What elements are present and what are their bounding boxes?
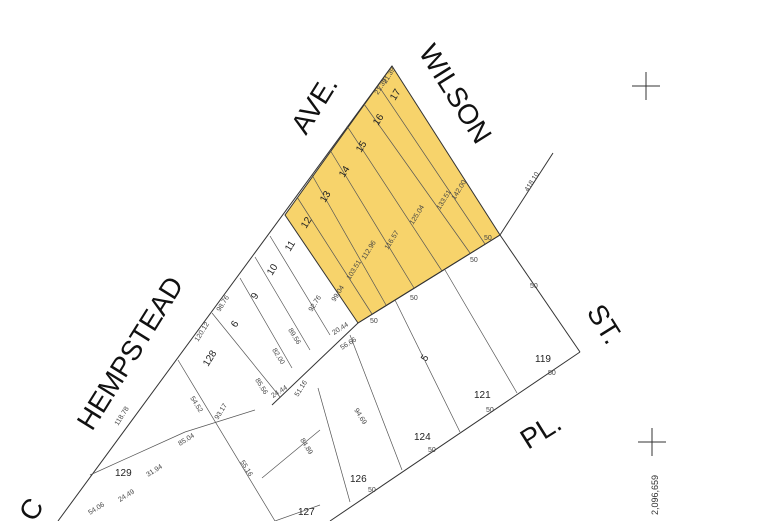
lot-divider <box>254 256 311 351</box>
lot-divider <box>311 174 387 306</box>
dimension-label: 89.56 <box>286 327 301 346</box>
lot-divider <box>346 125 443 272</box>
lot-divider <box>177 359 276 521</box>
dimension-label: 50 <box>368 487 376 494</box>
dimension-label: 94.69 <box>352 407 367 426</box>
dimension-label: 50 <box>484 235 492 242</box>
lot-number: 124 <box>414 432 431 443</box>
lot-divider <box>394 299 461 433</box>
wilson-pl-frontage <box>499 234 581 353</box>
lot-number: 119 <box>535 354 551 365</box>
lot-divider <box>269 235 331 336</box>
dimension-label: 418.10 <box>524 171 541 193</box>
dimension-label: 93.17 <box>214 402 229 421</box>
st-pl-frontage <box>329 351 581 521</box>
lot-divider <box>211 312 281 398</box>
dimension-label: 50 <box>428 447 436 454</box>
lot-number: 127 <box>298 507 315 518</box>
dimension-label: 50 <box>370 318 378 325</box>
lot-divider <box>296 196 373 315</box>
hempstead-ave-frontage <box>57 65 393 521</box>
dimension-label: 20.44 <box>331 321 350 336</box>
lot-divider <box>363 103 471 254</box>
lot-number: 10 <box>265 262 280 278</box>
dimension-label: 85.04 <box>177 432 196 447</box>
lot-number: 121 <box>474 390 491 401</box>
street-label-st: ST. <box>581 299 629 350</box>
dimension-label: 54.06 <box>87 501 106 516</box>
dimension-label: 118.78 <box>114 406 131 428</box>
survey-cross-icon <box>632 72 660 100</box>
lot-number: 11 <box>283 239 298 254</box>
lot-divider <box>329 149 415 289</box>
dimension-label: 50 <box>410 295 418 302</box>
lot-divider <box>377 84 486 245</box>
street-label-hempstead: HEMPSTEAD <box>71 271 190 435</box>
lot-divider <box>274 504 321 521</box>
coordinate-label: 2,096,659 <box>650 475 660 515</box>
dimension-label: 50 <box>486 407 494 414</box>
diagonal-extension <box>499 152 554 236</box>
lot-number: 129 <box>115 468 132 479</box>
block-rear-line <box>357 234 501 324</box>
dimension-label: 50 <box>530 283 538 290</box>
dimension-label: 50 <box>548 370 556 377</box>
lot-number: 5 <box>419 353 432 364</box>
rear-line-extension <box>271 322 359 406</box>
dimension-label: 31.94 <box>145 463 164 478</box>
lot-divider <box>349 334 403 471</box>
lot-divider <box>444 269 518 394</box>
lot-divider <box>261 429 321 479</box>
lot-number: 6 <box>229 319 242 330</box>
dimension-label: 24.49 <box>117 488 136 503</box>
street-label-ave: AVE. <box>285 70 344 139</box>
dimension-label: 50 <box>470 257 478 264</box>
dimension-label: 92.76 <box>308 294 323 313</box>
dimension-label: 55.16 <box>238 459 253 478</box>
lot-number: 128 <box>201 348 219 368</box>
lot-divider <box>317 387 351 503</box>
lot-divider <box>89 431 186 476</box>
lot-divider <box>184 409 256 433</box>
lot-number: 9 <box>249 291 262 302</box>
lot-divider <box>239 277 293 369</box>
survey-cross-icon <box>638 428 666 456</box>
dimension-label: 84.89 <box>298 437 313 456</box>
dimension-label: 82.00 <box>270 347 285 366</box>
lot-number: 126 <box>350 474 367 485</box>
street-label-c: C <box>13 493 50 521</box>
street-label-pl: PL. <box>515 407 567 456</box>
